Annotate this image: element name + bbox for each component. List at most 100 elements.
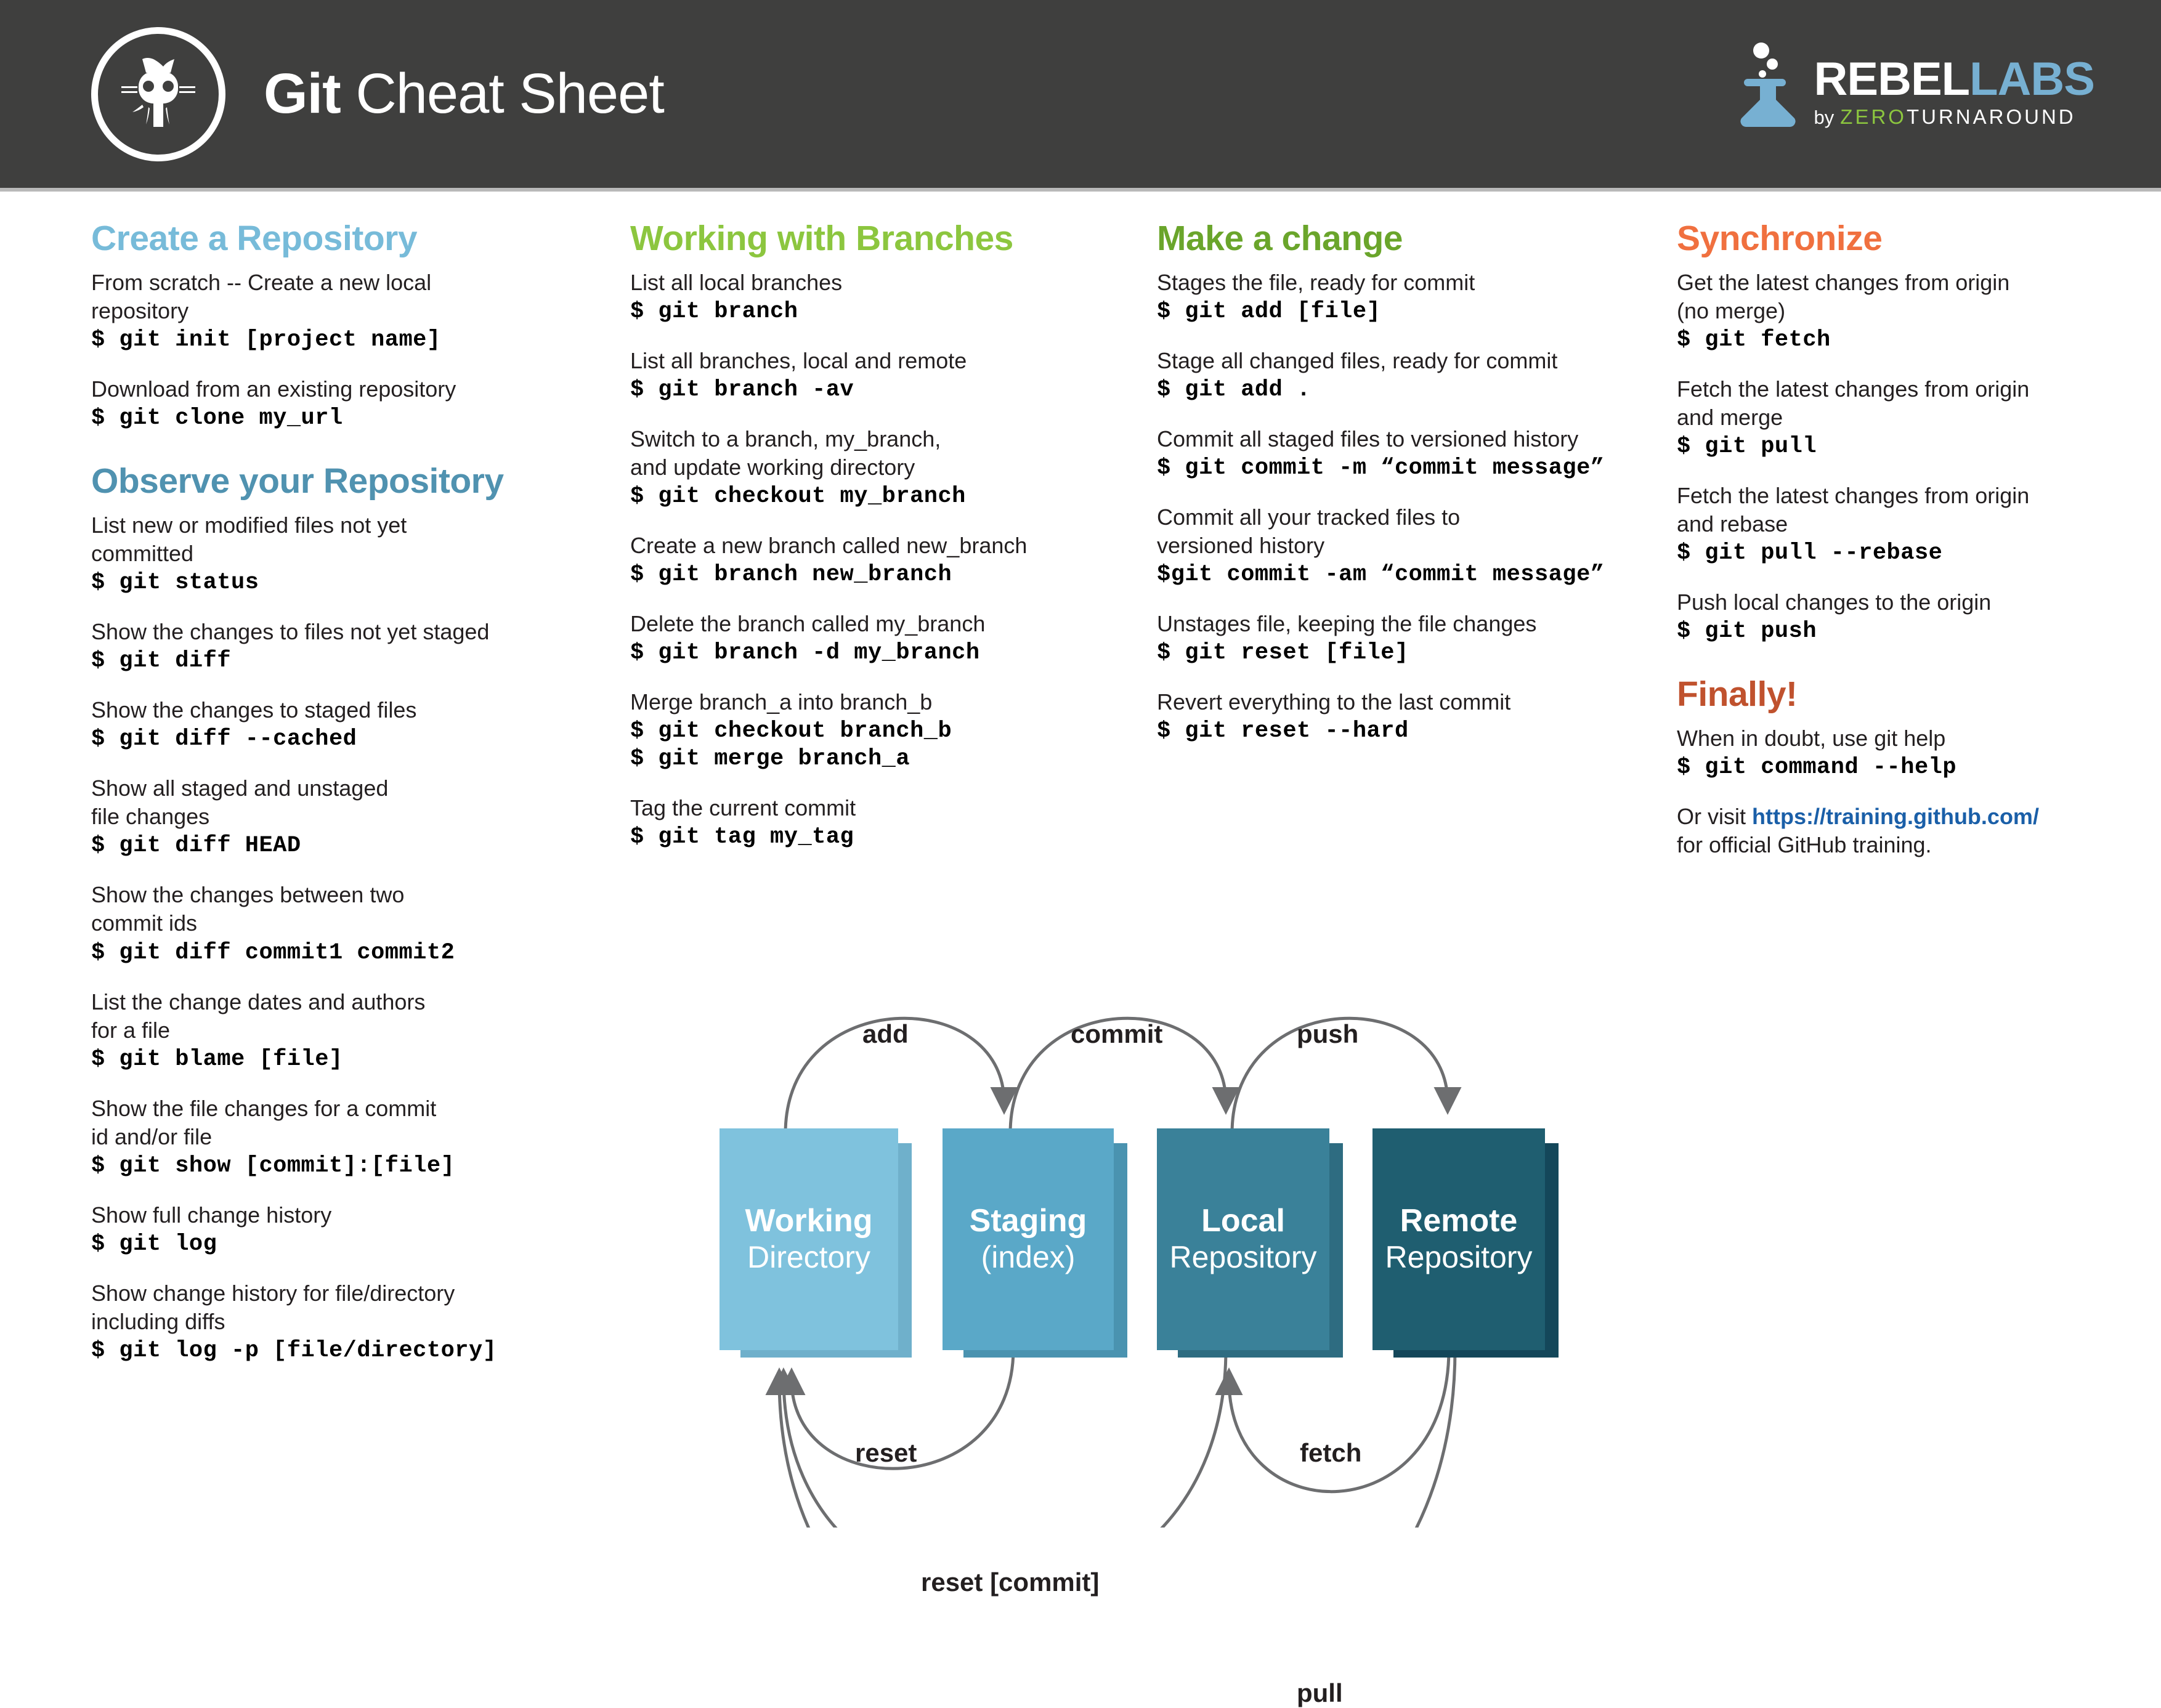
node-working-directory-line1: Working [745, 1203, 873, 1239]
command-description: List all local branches [630, 269, 843, 295]
git-workflow-diagram: Working Directory Staging (index) Local … [678, 949, 2156, 1707]
flask-icon [1732, 41, 1806, 127]
arrow-label-fetch: fetch [1300, 1438, 1362, 1467]
command-code[interactable]: $ git clone my_url [91, 405, 343, 432]
github-octocat-icon [91, 26, 225, 161]
command-description: Download from an existing repository [91, 376, 456, 402]
command-code[interactable]: $ git branch new_branch [630, 562, 952, 588]
command-code[interactable]: $ git checkout my_branch [630, 484, 966, 510]
command-code-secondary[interactable]: $ git merge branch_a [630, 746, 910, 772]
command-code[interactable]: $git commit -am “commit message” [1157, 562, 1605, 588]
node-local-repository-line2: Repository [1169, 1239, 1317, 1274]
command-description: Create a new branch called new_branch [630, 533, 1028, 559]
command-description: Stages the file, ready for commit [1157, 269, 1475, 295]
rebellabs-name: REBELLABS [1814, 53, 2095, 105]
command-description: Push local changes to the origin [1677, 589, 1992, 615]
command-code[interactable]: $ git log -p [file/directory] [91, 1338, 497, 1364]
command-code[interactable]: $ git diff --cached [91, 726, 357, 753]
page-title-strong: Git [264, 62, 341, 125]
command-code[interactable]: $ git add [file] [1157, 298, 1381, 325]
command-item: Merge branch_a into branch_b$ git checko… [630, 688, 1123, 772]
command-code[interactable]: $ git pull --rebase [1677, 540, 1943, 567]
command-description: Commit all staged files to versioned his… [1157, 426, 1579, 451]
labs-word: LABS [1969, 53, 2095, 105]
command-code[interactable]: $ git init [project name] [91, 327, 441, 353]
command-code[interactable]: $ git checkout branch_b [630, 718, 952, 745]
page-title-light: Cheat Sheet [355, 62, 664, 125]
arrow-label-reset-commit: reset [commit] [921, 1568, 1100, 1597]
footer-note-post: for official GitHub training. [1677, 832, 1932, 858]
github-training-link[interactable]: https://training.github.com/ [1752, 804, 2039, 830]
node-working-directory: Working Directory [720, 1128, 898, 1350]
command-item: Show full change history $ git log [91, 1201, 578, 1257]
command-code[interactable]: $ git command --help [1677, 755, 1957, 781]
section-heading: Finally! [1677, 674, 1798, 714]
command-description: Stage all changed files, ready for commi… [1157, 347, 1558, 373]
command-code[interactable]: $ git add . [1157, 377, 1311, 403]
arrow-label-commit: commit [1071, 1019, 1163, 1048]
command-code[interactable]: $ git branch -d my_branch [630, 640, 980, 666]
tagline-zero: ZERO [1840, 105, 1907, 128]
command-description: Tag the current commit [630, 795, 856, 821]
section-heading: Make a change [1157, 219, 1403, 258]
command-code[interactable]: $ git tag my_tag [630, 824, 854, 851]
command-item: Commit all staged files to versioned his… [1157, 425, 1644, 481]
command-code[interactable]: $ git diff HEAD [91, 833, 301, 859]
command-item: Stage all changed files, ready for commi… [1157, 347, 1644, 403]
command-code[interactable]: $ git commit -m “commit message” [1157, 455, 1605, 482]
command-code[interactable]: $ git show [commit]:[file] [91, 1152, 455, 1179]
command-description: When in doubt, use git help [1677, 726, 1946, 751]
command-code[interactable]: $ git pull [1677, 434, 1817, 460]
node-staging-index-line2: (index) [981, 1239, 1076, 1274]
command-code[interactable]: $ git status [91, 570, 259, 596]
command-item: Show the changes to staged files $ git di… [91, 696, 578, 752]
node-remote-repository: Remote Repository [1372, 1128, 1545, 1350]
arrow-label-add: add [862, 1019, 909, 1048]
command-description: Unstages file, keeping the file changes [1157, 611, 1537, 637]
command-code[interactable]: $ git log [91, 1231, 217, 1257]
command-description: Get the latest changes from origin(no me… [1677, 269, 2010, 323]
arrow-label-reset: reset [855, 1438, 917, 1467]
command-description: Show full change history [91, 1202, 332, 1228]
command-code[interactable]: $ git branch [630, 298, 798, 325]
command-code[interactable]: $ git blame [file] [91, 1046, 343, 1072]
command-item: When in doubt, use git help $ git command… [1677, 724, 2096, 780]
brand: Git Cheat Sheet [91, 26, 665, 161]
command-code[interactable]: $ git diff commit1 commit2 [91, 939, 455, 966]
command-code[interactable]: $ git reset [file] [1157, 640, 1409, 666]
command-code[interactable]: $ git reset --hard [1157, 718, 1409, 745]
command-code[interactable]: $ git diff [91, 648, 232, 674]
node-local-repository-line1: Local [1201, 1203, 1285, 1239]
command-item: Stages the file, ready for commit $ git a… [1157, 269, 1644, 325]
command-description: Revert everything to the last commit [1157, 689, 1511, 715]
command-description: Show the changes to staged files [91, 697, 417, 723]
command-item: Push local changes to the origin $ git pu… [1677, 588, 2096, 644]
command-item: Create a new branch called new_branch $ g… [630, 532, 1123, 588]
command-code[interactable]: $ git branch -av [630, 377, 854, 403]
node-local-repository: Local Repository [1157, 1128, 1329, 1350]
node-remote-repository-line2: Repository [1385, 1239, 1533, 1274]
command-description: Delete the branch called my_branch [630, 611, 986, 637]
node-staging-index-line1: Staging [969, 1203, 1087, 1239]
command-code[interactable]: $ git fetch [1677, 327, 1831, 353]
command-code[interactable]: $ git push [1677, 618, 1817, 645]
command-item: Tag the current commit $ git tag my_tag [630, 794, 1123, 850]
command-item: List all branches, local and remote$ git… [630, 347, 1123, 403]
